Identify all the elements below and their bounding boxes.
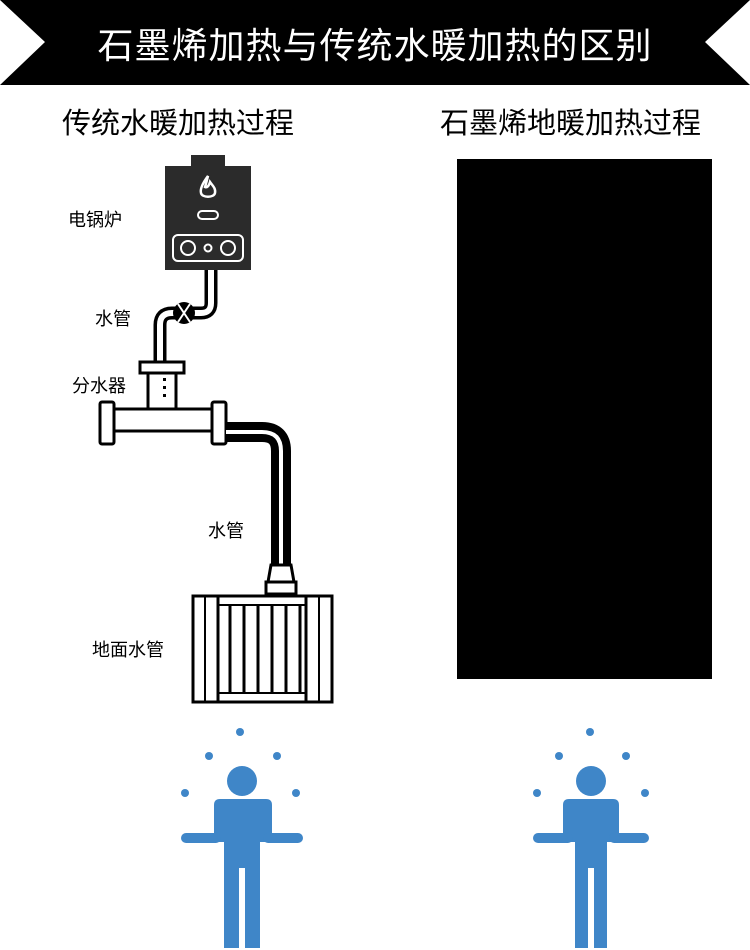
page-title: 石墨烯加热与传统水暖加热的区别	[97, 25, 653, 67]
floor-pipe-label: 地面水管	[92, 640, 164, 661]
pipe-icon	[226, 422, 291, 570]
boiler-icon	[165, 155, 251, 270]
pipe-label-top: 水管	[95, 309, 131, 330]
title-banner	[0, 0, 750, 85]
graphene-heating-panel	[457, 159, 712, 679]
pipe-label-middle: 水管	[208, 521, 244, 542]
person-icon	[533, 766, 649, 948]
boiler-label: 电锅炉	[68, 210, 122, 231]
left-column-heading: 传统水暖加热过程	[62, 106, 295, 140]
valve-icon	[173, 302, 195, 324]
right-column-heading: 石墨烯地暖加热过程	[440, 106, 702, 140]
heat-dot-icon	[181, 728, 300, 797]
person-icon	[181, 766, 303, 948]
manifold-label: 分水器	[72, 376, 126, 397]
floor-pipe-icon	[191, 563, 334, 704]
heat-dot-icon	[533, 728, 649, 797]
manifold-icon	[98, 360, 228, 446]
